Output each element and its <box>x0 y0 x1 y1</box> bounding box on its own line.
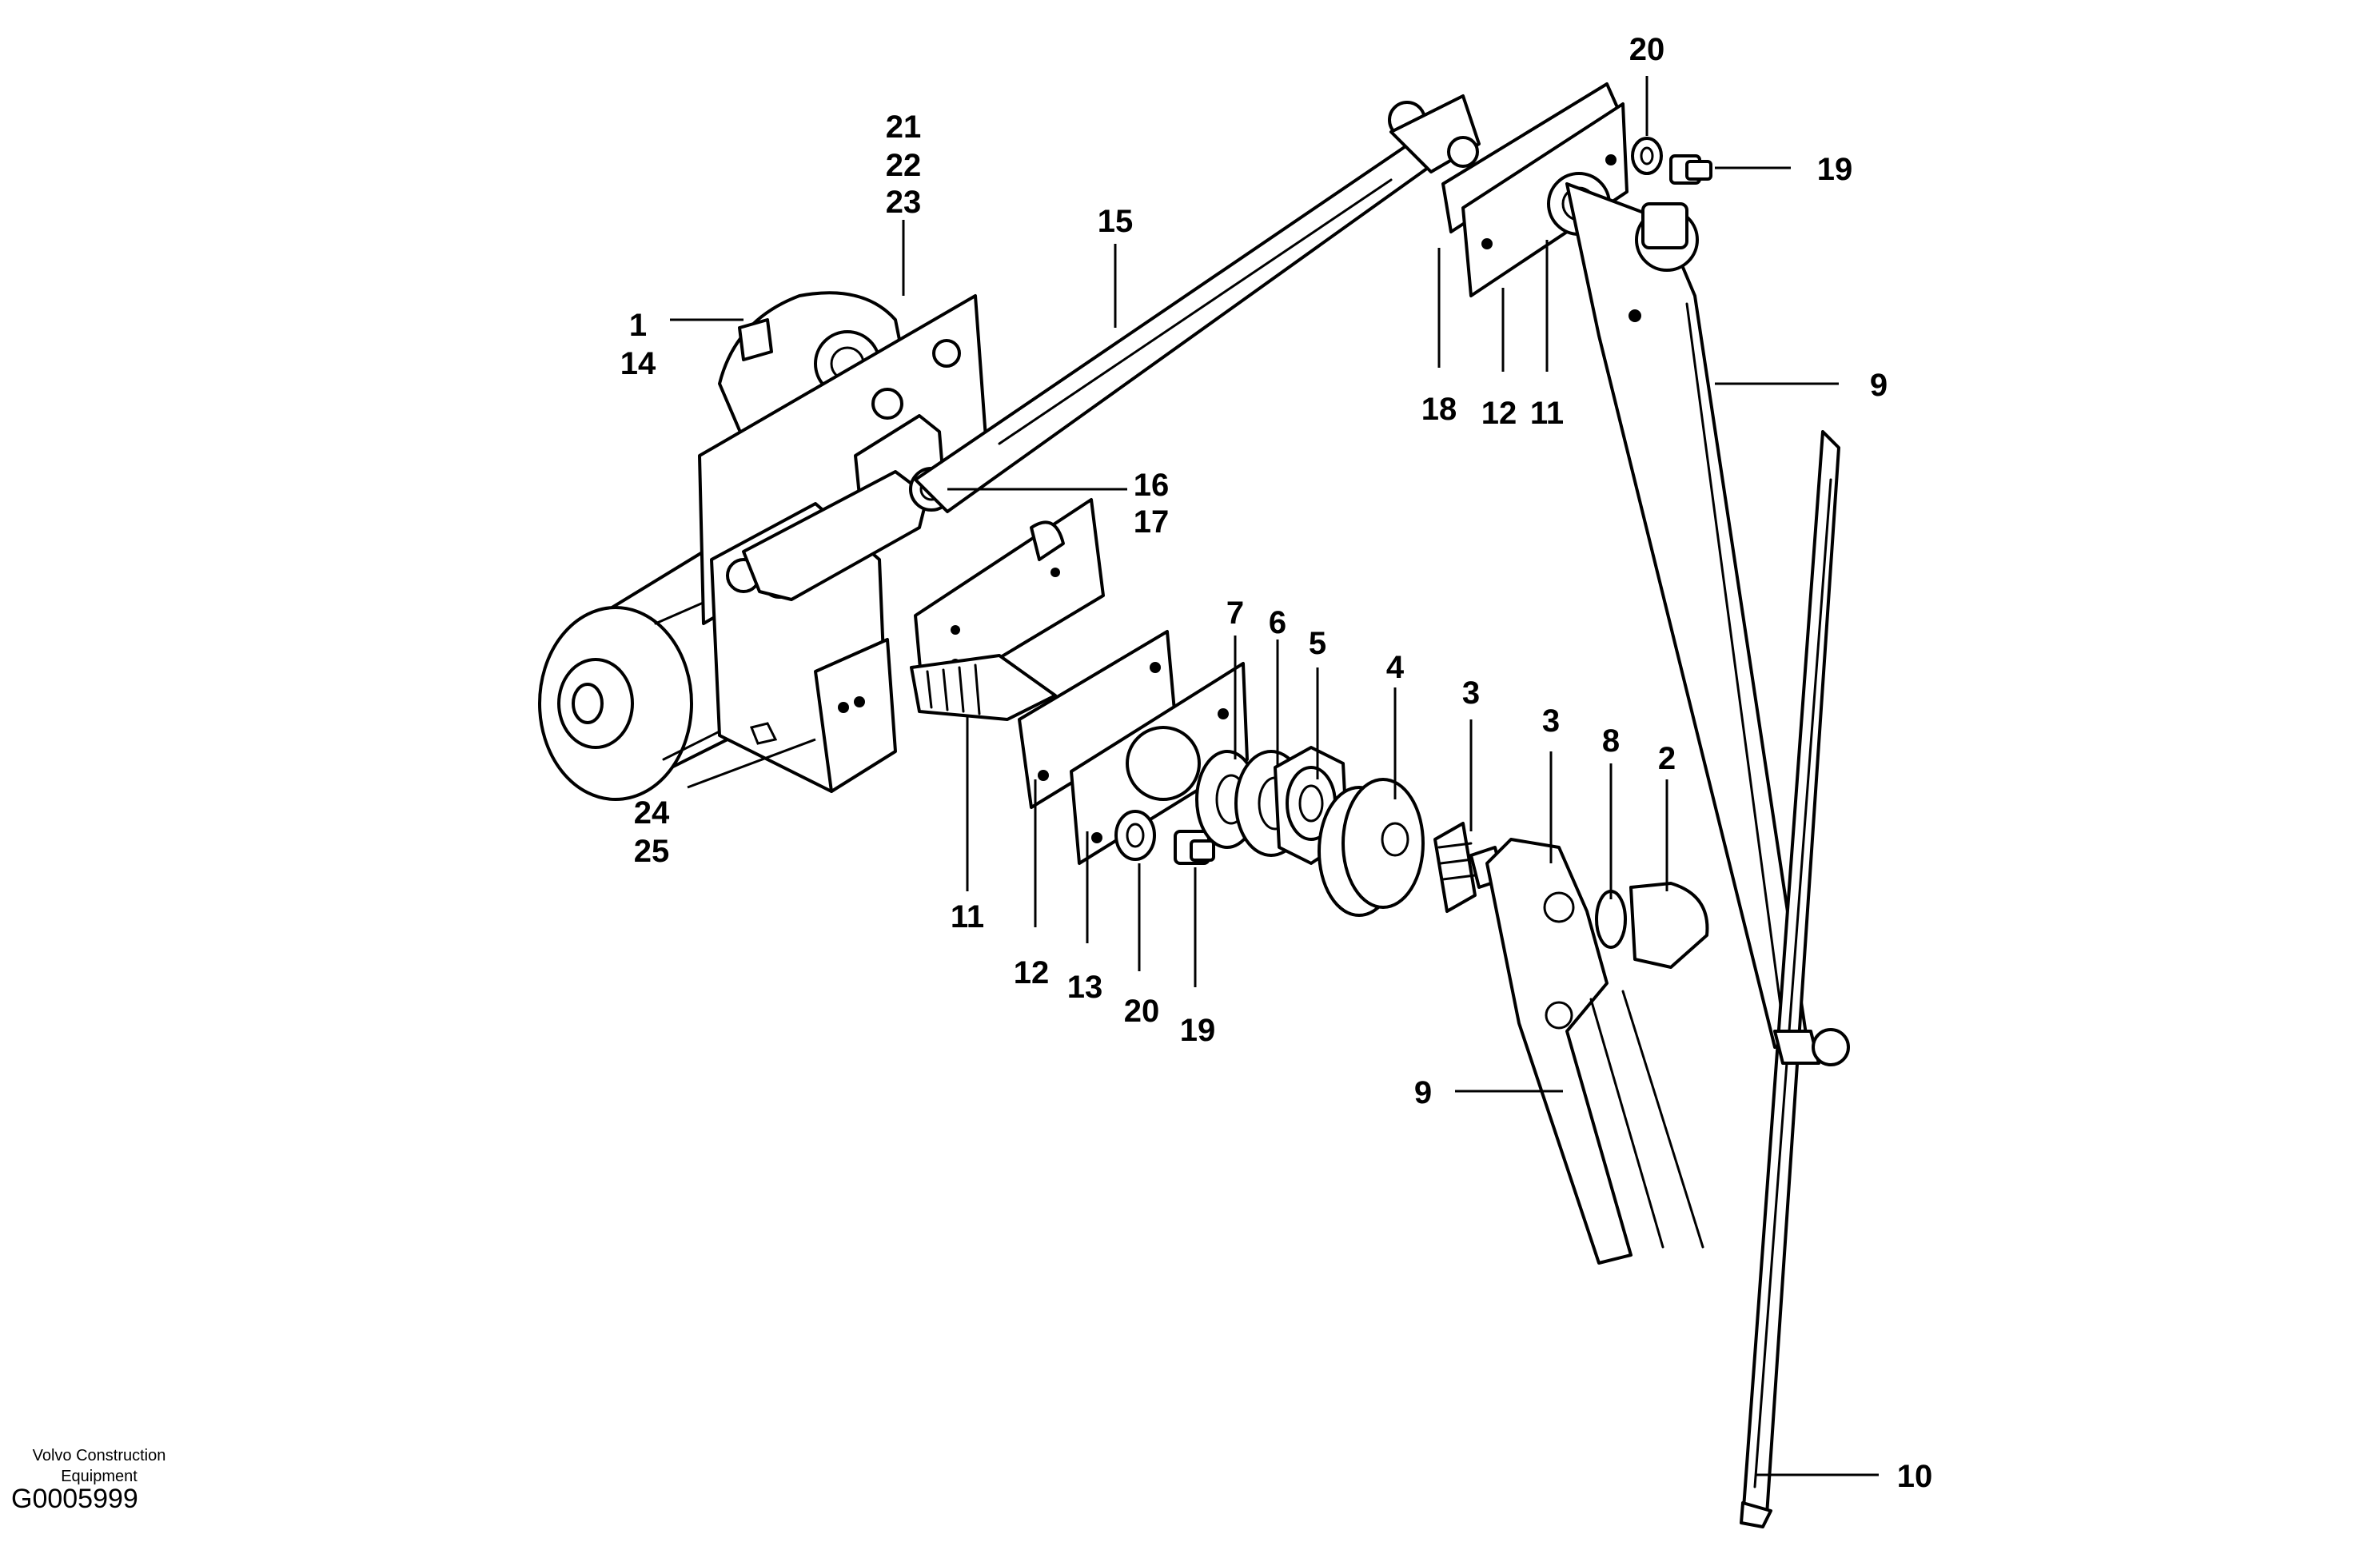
callout-12-top: 12 <box>1481 396 1517 431</box>
spindle-shaft <box>910 654 1057 721</box>
callout-17: 17 <box>1134 504 1170 540</box>
cap-nut-2 <box>1629 882 1709 969</box>
callout-9-top: 9 <box>1870 368 1888 403</box>
lower-wiper-arm <box>1485 838 1704 1265</box>
lower-bolt-19 <box>1174 830 1215 865</box>
callout-6: 6 <box>1269 605 1286 640</box>
drawing-id: G0005999 <box>11 1484 138 1514</box>
callout-3-a: 3 <box>1462 675 1480 711</box>
callout-21: 21 <box>886 110 922 145</box>
callout-11-bottom: 11 <box>951 899 984 934</box>
leader-lines <box>670 76 1879 1476</box>
callout-20-top: 20 <box>1629 32 1665 67</box>
wiper-blade <box>1740 430 1850 1528</box>
callout-18: 18 <box>1421 392 1457 427</box>
callout-2: 2 <box>1658 741 1676 776</box>
callout-10: 10 <box>1897 1459 1933 1494</box>
connecting-rod <box>914 94 1481 513</box>
callout-4: 4 <box>1386 650 1405 685</box>
callout-16: 16 <box>1134 468 1170 503</box>
callout-5: 5 <box>1309 626 1326 661</box>
company-line-2: Equipment <box>61 1468 138 1485</box>
spline-adapter-3 <box>1433 822 1505 913</box>
upper-bolt-19 <box>1669 154 1712 185</box>
callout-9-bottom: 9 <box>1414 1075 1432 1110</box>
callout-3-b: 3 <box>1542 703 1560 739</box>
callout-14: 14 <box>620 346 656 381</box>
callout-13: 13 <box>1067 970 1103 1005</box>
callout-20-bottom: 20 <box>1124 994 1160 1029</box>
callout-12-bottom: 12 <box>1014 955 1050 990</box>
lower-washer-20 <box>1114 810 1156 861</box>
callout-8: 8 <box>1602 723 1620 759</box>
company-caption: Volvo Construction Equipment <box>11 1445 187 1487</box>
lower-washer-8 <box>1595 890 1627 949</box>
upper-wiper-arm <box>1565 182 1808 1049</box>
upper-washer-20 <box>1631 137 1663 175</box>
callout-25: 25 <box>634 834 670 869</box>
company-line-1: Volvo Construction <box>32 1447 166 1464</box>
lower-gasket-13 <box>1070 662 1249 865</box>
callout-19-bottom: 19 <box>1180 1013 1216 1048</box>
callout-1: 1 <box>629 308 647 343</box>
callout-24: 24 <box>634 795 670 831</box>
callout-11-top: 11 <box>1530 396 1564 431</box>
callout-19-top: 19 <box>1817 152 1853 187</box>
rubber-seal-4 <box>1318 778 1425 917</box>
callout-15: 15 <box>1098 204 1134 239</box>
callout-7: 7 <box>1226 596 1244 631</box>
callout-labels: 1 14 21 22 23 15 16 17 20 19 18 12 11 9 … <box>620 32 1933 1494</box>
callout-23: 23 <box>886 185 922 220</box>
callout-22: 22 <box>886 148 922 183</box>
